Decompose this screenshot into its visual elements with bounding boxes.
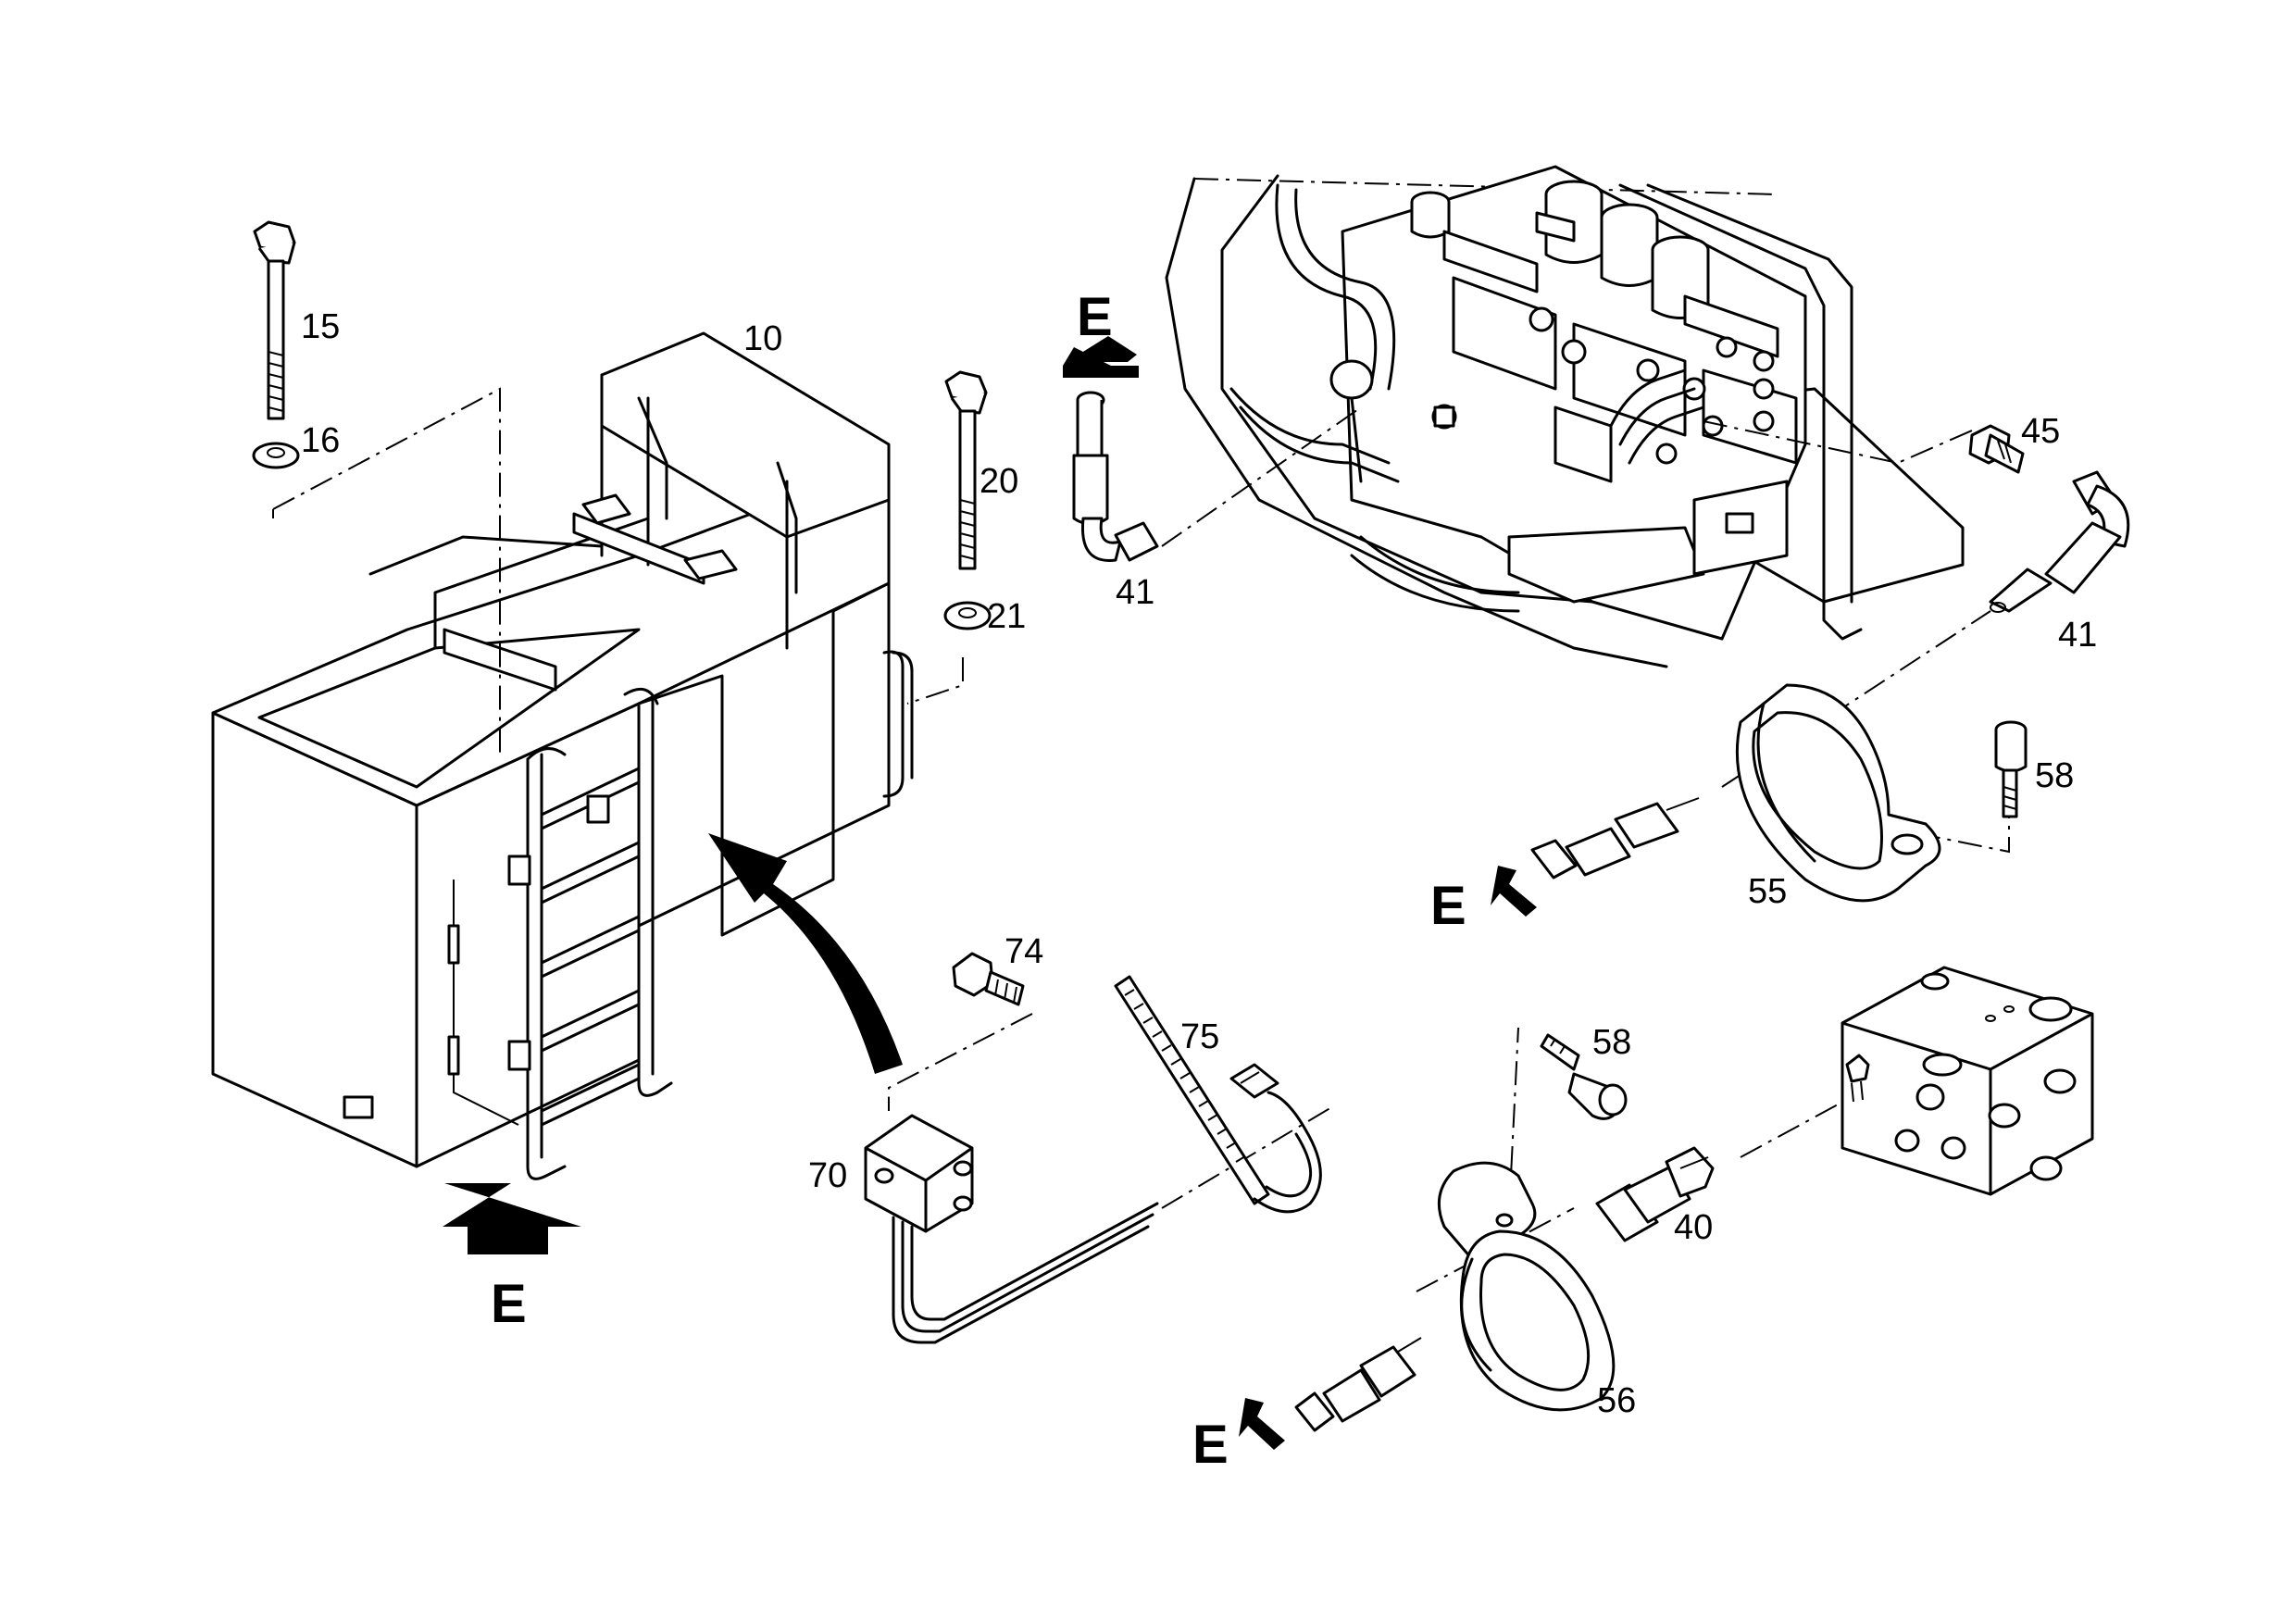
assembly-direction-arrow xyxy=(708,833,903,1074)
callout-10: 10 xyxy=(743,319,782,358)
manifold-block xyxy=(1841,966,2094,1196)
callout-40: 40 xyxy=(1674,1208,1713,1247)
direction-label-e-main: E xyxy=(491,1274,527,1334)
screw-58-lower xyxy=(1540,1033,1628,1120)
assembly-line-15 xyxy=(272,387,501,759)
callout-56: 56 xyxy=(1597,1381,1636,1420)
fitting-45 xyxy=(1968,424,2025,474)
bolt-74 xyxy=(952,952,1025,1006)
hose-41-right xyxy=(1989,470,2130,613)
callout-15: 15 xyxy=(301,307,340,346)
bolt-20 xyxy=(944,370,988,570)
hose-41-upper xyxy=(1072,391,1159,562)
direction-label-e-mid: E xyxy=(1430,876,1466,936)
washer-16 xyxy=(252,442,300,469)
limit-switch-70 xyxy=(864,1114,1159,1344)
callout-41-upper: 41 xyxy=(1116,573,1154,612)
direction-label-e-top: E xyxy=(1077,287,1113,347)
assembly-line-58-lower xyxy=(1508,1027,1519,1214)
hose-connector-upper-clamp xyxy=(1530,797,1700,880)
washer-21 xyxy=(943,601,992,630)
callout-70: 70 xyxy=(808,1156,847,1195)
hose-connector-lower-clamp xyxy=(1294,1337,1422,1432)
assembly-line-41-upper xyxy=(1161,406,1362,547)
e-direction-arrow-mid xyxy=(1491,866,1537,917)
callout-75: 75 xyxy=(1180,1017,1219,1056)
e-direction-arrow-main xyxy=(443,1183,581,1254)
screw-58-upper xyxy=(1994,720,2028,818)
pipe-clamp-55 xyxy=(1735,683,1941,903)
cable-tie-75 xyxy=(1114,975,1322,1214)
callout-41-right: 41 xyxy=(2058,616,2097,655)
callout-55: 55 xyxy=(1748,872,1787,911)
hydraulic-tank-assembly xyxy=(211,331,914,1180)
callout-58-upper: 58 xyxy=(2035,756,2074,795)
assembly-line-58-upper xyxy=(1915,805,2010,854)
direction-label-e-bottom: E xyxy=(1192,1415,1229,1475)
callout-21: 21 xyxy=(987,597,1026,636)
assembly-line-74 xyxy=(888,1013,1033,1111)
assembly-line-75 xyxy=(1161,1105,1334,1209)
assembly-line-20 xyxy=(906,657,964,705)
callout-58-lower: 58 xyxy=(1592,1023,1631,1062)
callout-16: 16 xyxy=(301,421,340,460)
bolt-15 xyxy=(253,220,296,420)
assembly-line-45 xyxy=(1703,420,1973,465)
control-valve-assembly xyxy=(1165,165,1965,668)
callout-45: 45 xyxy=(2021,412,2060,451)
e-direction-arrow-bottom xyxy=(1239,1398,1285,1450)
callout-20: 20 xyxy=(980,462,1018,501)
hose-40 xyxy=(1595,1146,1715,1242)
callout-74: 74 xyxy=(1004,932,1043,971)
pipe-clamp-56 xyxy=(1437,1161,1616,1412)
